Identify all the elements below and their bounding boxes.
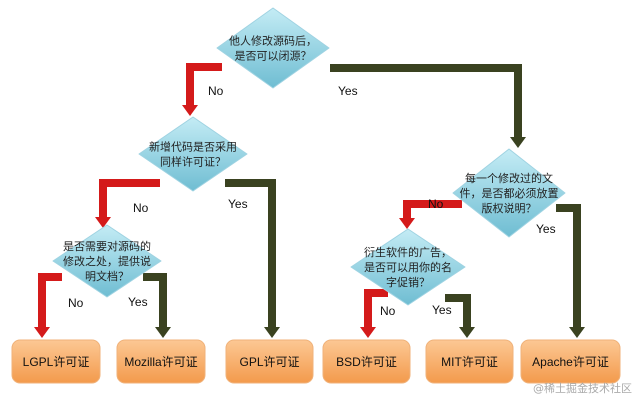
arrow-yes xyxy=(225,179,280,338)
decision-text: 字促销？ xyxy=(386,275,430,289)
arrow-yes xyxy=(143,273,171,338)
license-label: GPL许可证 xyxy=(239,355,299,369)
license-box: BSD许可证 xyxy=(322,339,411,384)
arrow-yes xyxy=(445,294,475,338)
decision-text: 是否可以用你的名 xyxy=(364,260,452,274)
license-box: LGPL许可证 xyxy=(11,339,101,384)
license-box: Apache许可证 xyxy=(520,339,621,384)
arrow-no xyxy=(34,273,62,338)
license-label: Apache许可证 xyxy=(532,355,609,369)
decision-q1: 他人修改源码后，是否可以闭源？ xyxy=(216,7,330,89)
edge-label: No xyxy=(380,304,396,318)
license-box: MIT许可证 xyxy=(425,339,514,384)
arrow-no xyxy=(360,289,388,338)
decision-text: 他人修改源码后， xyxy=(229,34,317,48)
edge-label: No xyxy=(428,197,444,211)
edge-label: No xyxy=(68,296,84,310)
decision-text: 是否需要对源码的 xyxy=(63,239,151,253)
license-box: GPL许可证 xyxy=(225,339,314,384)
decision-text: 同样许可证？ xyxy=(160,155,226,169)
arrow-no xyxy=(399,200,462,229)
license-label: LGPL许可证 xyxy=(23,355,90,369)
license-label: MIT许可证 xyxy=(441,355,498,369)
arrow-no xyxy=(182,63,222,116)
edge-label: Yes xyxy=(536,222,556,236)
edge-label: Yes xyxy=(128,295,148,309)
license-label: Mozilla许可证 xyxy=(124,355,197,369)
license-label: BSD许可证 xyxy=(336,355,397,369)
decision-text: 是否可以闭源？ xyxy=(235,49,312,63)
license-box: Mozilla许可证 xyxy=(116,339,206,384)
arrow-yes xyxy=(556,204,585,338)
edge-label: Yes xyxy=(228,197,248,211)
decision-text: 每一个修改过的文 xyxy=(465,171,553,185)
edge-label: Yes xyxy=(338,84,358,98)
decision-text: 件，是否都必须放置 xyxy=(460,186,559,200)
watermark: @稀土掘金技术社区 xyxy=(533,381,632,395)
arrow-yes xyxy=(330,64,526,148)
edge-label: No xyxy=(208,84,224,98)
decision-text: 衍生软件的广告， xyxy=(364,245,452,259)
edge-label: Yes xyxy=(432,303,452,317)
decision-text: 新增代码是否采用 xyxy=(149,140,237,154)
decision-text: 修改之处，提供说 xyxy=(63,254,151,268)
decision-text: 版权说明？ xyxy=(482,201,537,215)
edge-label: No xyxy=(133,201,149,215)
arrow-no xyxy=(95,179,160,228)
decision-text: 明文档？ xyxy=(85,269,129,283)
